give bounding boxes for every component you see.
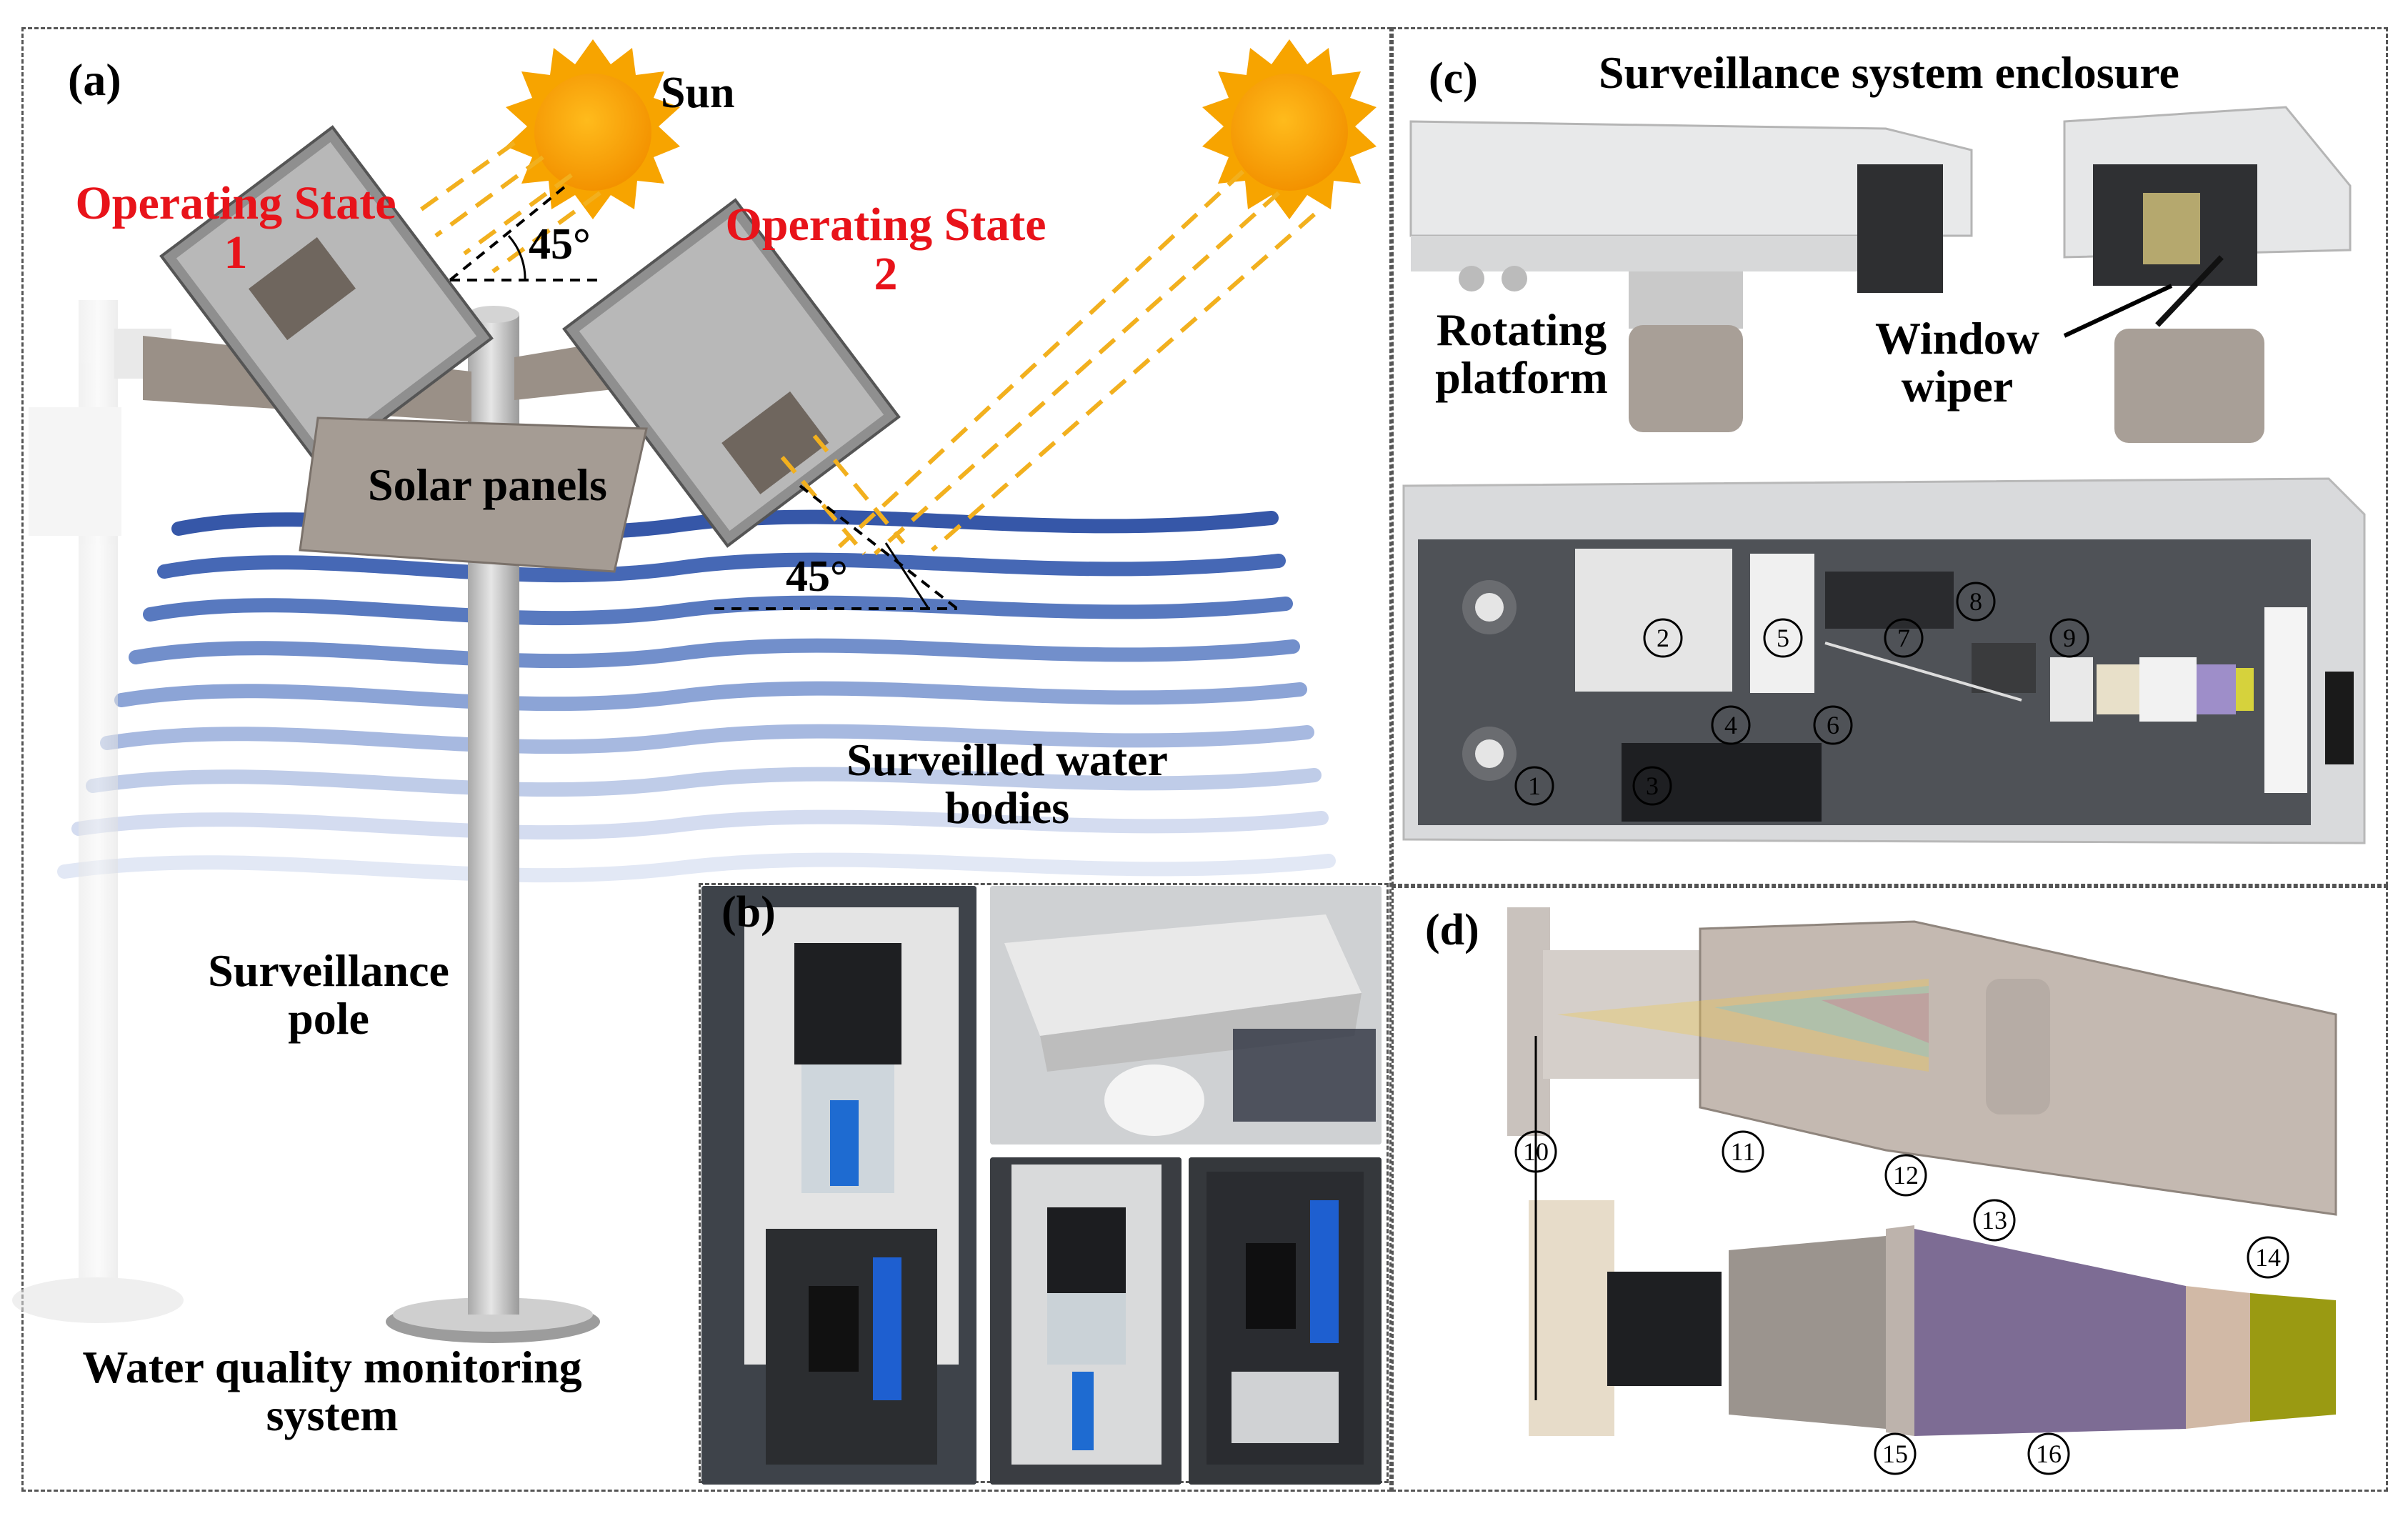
panel-b-tag: (b) (721, 888, 776, 937)
enclosure-top-view (1402, 477, 2366, 844)
water-bodies-line2: bodies (944, 782, 1070, 834)
panel-c-tag: (c) (1429, 54, 1478, 103)
marker-12: 12 (1893, 1161, 1919, 1190)
surveillance-pole-line2: pole (288, 993, 369, 1044)
rotating-platform-label: Rotating platform (1400, 306, 1643, 402)
solar-panel-1 (159, 125, 494, 469)
photo-interior-1 (990, 1157, 1181, 1485)
panel-a-tag: (a) (68, 54, 121, 105)
camera-housing-icon (1409, 120, 1973, 432)
operating-state-2-line1: Operating State (725, 199, 1046, 251)
marker-3: 3 (1646, 772, 1659, 800)
operating-state-1-line1: Operating State (75, 177, 396, 229)
solar-panels-sign (299, 417, 648, 573)
panel-c-title: Surveillance system enclosure (1599, 47, 2179, 98)
water-bodies-line1: Surveilled water (846, 734, 1168, 785)
water-bodies-label: Surveilled water bodies (786, 736, 1229, 832)
marker-14: 14 (2255, 1243, 2281, 1272)
camera-housing-front (2063, 106, 2352, 443)
marker-11: 11 (1731, 1137, 1756, 1166)
window-wiper-line2: wiper (1901, 361, 2014, 412)
window-wiper-label: Window wiper (1843, 313, 2072, 412)
angle-guides-1 (449, 186, 600, 281)
marker-16: 16 (2036, 1440, 2062, 1468)
system-label: Water quality monitoring system (21, 1342, 643, 1441)
lens-assembly-icon (1507, 907, 2337, 1436)
panel-d-tag: (d) (1425, 906, 1479, 954)
marker-4: 4 (1724, 711, 1737, 739)
panel-c-frame (1392, 27, 2388, 886)
marker-5: 5 (1777, 624, 1789, 652)
operating-state-1-line2: 1 (224, 226, 248, 279)
sun-icon (1202, 39, 1377, 219)
panel-d-frame (1392, 886, 2388, 1492)
sun-rays-state-1 (413, 141, 601, 274)
photo-housing-exterior (990, 886, 1382, 1145)
marker-7: 7 (1897, 624, 1910, 652)
sun-label: Sun (661, 69, 735, 117)
surveillance-pole-line1: Surveillance (208, 945, 449, 996)
solar-panels-label: Solar panels (368, 459, 607, 510)
photo-interior-2 (1189, 1157, 1382, 1485)
marker-10: 10 (1523, 1137, 1549, 1166)
operating-state-1-label: Operating State 1 (43, 179, 429, 278)
marker-2: 2 (1657, 624, 1669, 652)
angle-label-1: 45° (529, 220, 591, 269)
operating-state-2-line2: 2 (874, 248, 898, 301)
enclosure-component-markers (1514, 582, 2089, 806)
operating-state-2-label: Operating State 2 (693, 200, 1079, 299)
system-line1: Water quality monitoring (82, 1342, 582, 1392)
marker-6: 6 (1827, 711, 1839, 739)
sun-rays-state-2 (780, 169, 1316, 556)
sun-icon (506, 39, 680, 219)
marker-13: 13 (1982, 1206, 2007, 1235)
panel-a-frame (21, 27, 1392, 1492)
panel-a-illustration (12, 39, 1377, 1343)
angle-guides-2 (714, 484, 959, 610)
angle-label-2: 45° (786, 552, 848, 601)
marker-8: 8 (1969, 587, 1982, 616)
window-wiper-pointer (2063, 284, 2173, 338)
solar-panel-2 (562, 198, 901, 548)
rotating-platform-line2: platform (1435, 352, 1608, 404)
marker-1: 1 (1528, 772, 1541, 800)
window-wiper-line1: Window (1874, 313, 2040, 364)
surveillance-pole-label: Surveillance pole (143, 945, 514, 1044)
photo-open-enclosure (701, 886, 976, 1485)
system-line2: system (266, 1390, 399, 1441)
rotating-platform-line1: Rotating (1436, 304, 1607, 355)
lens-component-markers (1514, 1130, 2289, 1475)
marker-15: 15 (1882, 1440, 1908, 1468)
marker-9: 9 (2063, 624, 2076, 652)
